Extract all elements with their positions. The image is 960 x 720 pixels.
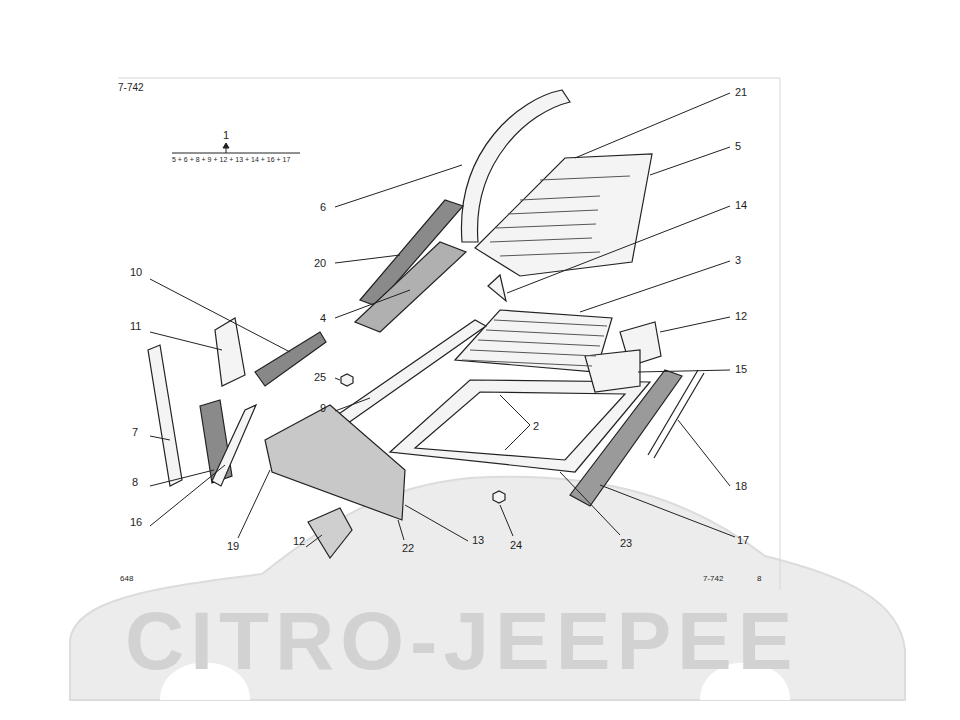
callout-number: 3 <box>735 255 741 266</box>
callout-number: 18 <box>735 481 747 492</box>
callout-number: 21 <box>735 87 747 98</box>
callout-number: 13 <box>472 535 484 546</box>
callout-number: 5 <box>735 141 741 152</box>
callout-number: 8 <box>132 477 138 488</box>
callout-number: 25 <box>314 372 326 383</box>
callout-number: 7 <box>132 427 138 438</box>
callout-number: 1 <box>223 130 229 141</box>
group-formula: 5 + 6 + 8 + 9 + 12 + 13 + 14 + 16 + 17 <box>172 156 290 163</box>
page-number: 8 <box>757 575 761 583</box>
figure-number: 7-742 <box>703 575 723 583</box>
callout-number: 4 <box>320 313 326 324</box>
callout-number: 12 <box>293 536 305 547</box>
figure-number: 7-742 <box>118 83 144 93</box>
callout-number: 12 <box>735 311 747 322</box>
page-code: 648 <box>120 575 133 583</box>
callout-number: 24 <box>510 540 522 551</box>
callout-number: 10 <box>130 267 142 278</box>
callout-number: 11 <box>130 321 141 332</box>
callout-number: 20 <box>314 258 326 269</box>
callout-number: 15 <box>735 364 747 375</box>
callout-number: 9 <box>320 403 326 414</box>
callout-number: 6 <box>320 202 326 213</box>
callout-number: 16 <box>130 517 142 528</box>
callout-number: 17 <box>737 535 749 546</box>
callout-number: 19 <box>227 541 239 552</box>
callout-number: 23 <box>620 538 632 549</box>
watermark: CITRO-JEEPEE <box>125 600 798 682</box>
callout-number: 14 <box>735 200 747 211</box>
callout-number: 2 <box>533 421 539 432</box>
callout-number: 22 <box>402 543 414 554</box>
